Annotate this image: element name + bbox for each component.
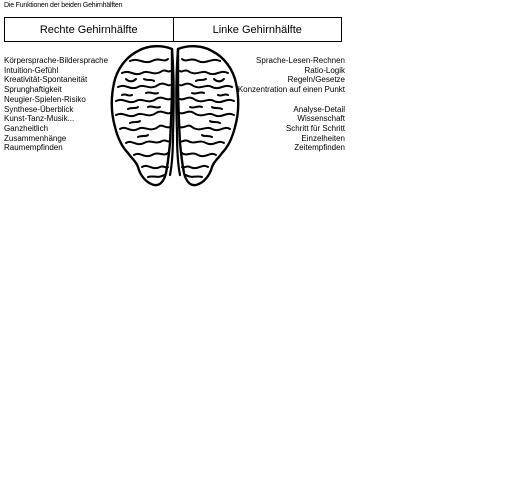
brain-gyri-left — [179, 58, 235, 178]
header-left-hemisphere: Linke Gehirnhälfte — [172, 18, 342, 41]
left-function-item: Ratio-Logik — [304, 65, 345, 75]
right-function-item: Neugier-Spielen-Risiko — [4, 94, 86, 104]
brain-illustration — [110, 45, 240, 187]
right-function-item: Kreativität-Spontaneität — [4, 75, 88, 85]
right-hemisphere-functions: Körpersprache-Bildersprache Intuition-Ge… — [4, 56, 108, 153]
left-function-item: Sprache-Lesen-Rechnen — [256, 56, 345, 65]
left-function-item: Zeitempfinden — [294, 143, 345, 153]
left-function-item: Analyse-Detail — [293, 104, 345, 114]
left-hemisphere-functions: Sprache-Lesen-Rechnen Ratio-Logik Regeln… — [230, 56, 345, 153]
left-function-item: Schritt für Schritt — [285, 123, 345, 133]
list-spacer — [230, 95, 345, 105]
right-function-item: Kunst-Tanz-Musik... — [4, 114, 75, 124]
hemisphere-header: Rechte Gehirnhälfte Linke Gehirnhälfte — [4, 17, 342, 42]
right-function-item: Sprunghaftigkeit — [4, 85, 62, 95]
left-function-item: Einzelheiten — [301, 133, 345, 143]
brain-gyri-right — [115, 58, 171, 178]
header-right-hemisphere: Rechte Gehirnhälfte — [39, 23, 138, 36]
brain-central-fissure — [168, 47, 175, 177]
brain-right-hemisphere-outline — [110, 45, 174, 187]
left-function-item: Regeln/Gesetze — [287, 75, 345, 85]
right-function-item: Synthese-Überblick — [4, 104, 74, 114]
right-function-item: Zusammenhänge — [4, 133, 67, 143]
left-function-item: Konzentration auf einen Punkt — [237, 85, 345, 95]
right-function-item: Intuition-Gefühl — [4, 65, 59, 75]
right-function-item: Ganzheitlich — [4, 123, 49, 133]
right-function-item: Körpersprache-Bildersprache — [4, 56, 109, 65]
right-function-item: Raumempfinden — [4, 143, 63, 153]
brain-left-hemisphere-outline — [176, 45, 240, 187]
left-function-item: Wissenschaft — [297, 114, 345, 124]
figure-caption: Die Funktionen der beiden Gehirnhälften — [4, 2, 123, 9]
